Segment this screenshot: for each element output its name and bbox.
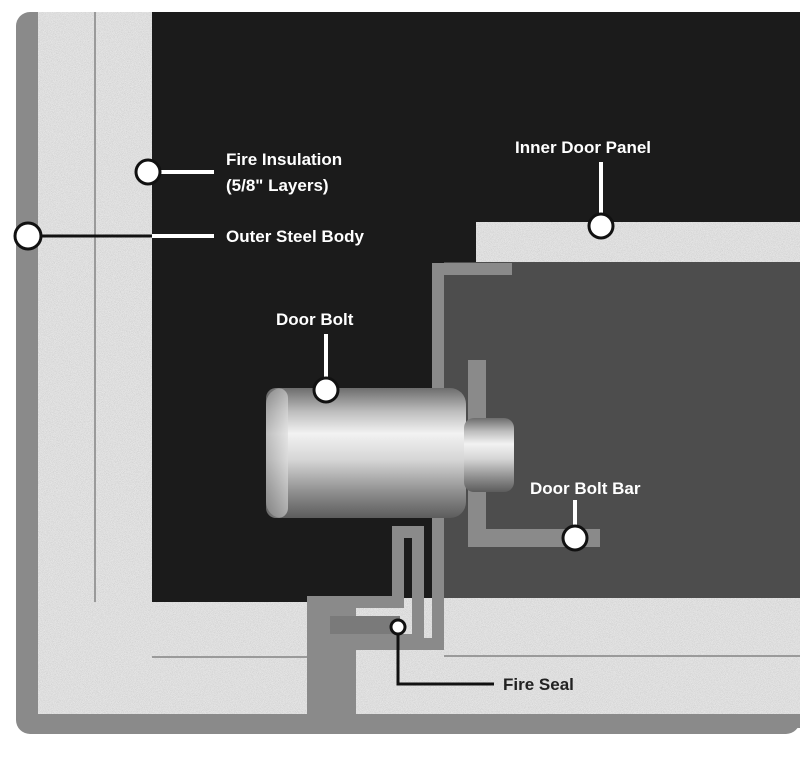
- door-bolt-bar-dot: [561, 524, 589, 552]
- door-bottom-insulation: [356, 598, 800, 714]
- inner-door-panel-dot: [587, 212, 615, 240]
- door-bolt: [266, 388, 514, 518]
- label-door-bolt-bar: Door Bolt Bar: [530, 479, 641, 498]
- fire-seal-gap: [330, 616, 400, 634]
- label-outer-steel-body: Outer Steel Body: [226, 227, 364, 246]
- label-door-bolt: Door Bolt: [276, 310, 354, 329]
- fire-insulation-layers: [38, 12, 152, 714]
- label-fire-insulation-layers: (5/8" Layers): [226, 176, 329, 195]
- label-fire-insulation: Fire Insulation: [226, 150, 342, 169]
- door-bolt-dot: [312, 376, 340, 404]
- fire-insulation-dot: [134, 158, 162, 186]
- inner-door-panel: [476, 222, 800, 262]
- fire-seal-dot: [389, 618, 407, 636]
- label-fire-seal: Fire Seal: [503, 675, 574, 694]
- outer-steel-body-dot: [13, 221, 43, 251]
- bottom-insulation: [38, 602, 313, 714]
- frame-step: [307, 526, 424, 720]
- label-inner-door-panel: Inner Door Panel: [515, 138, 651, 157]
- fire-seal-leader: [396, 628, 494, 686]
